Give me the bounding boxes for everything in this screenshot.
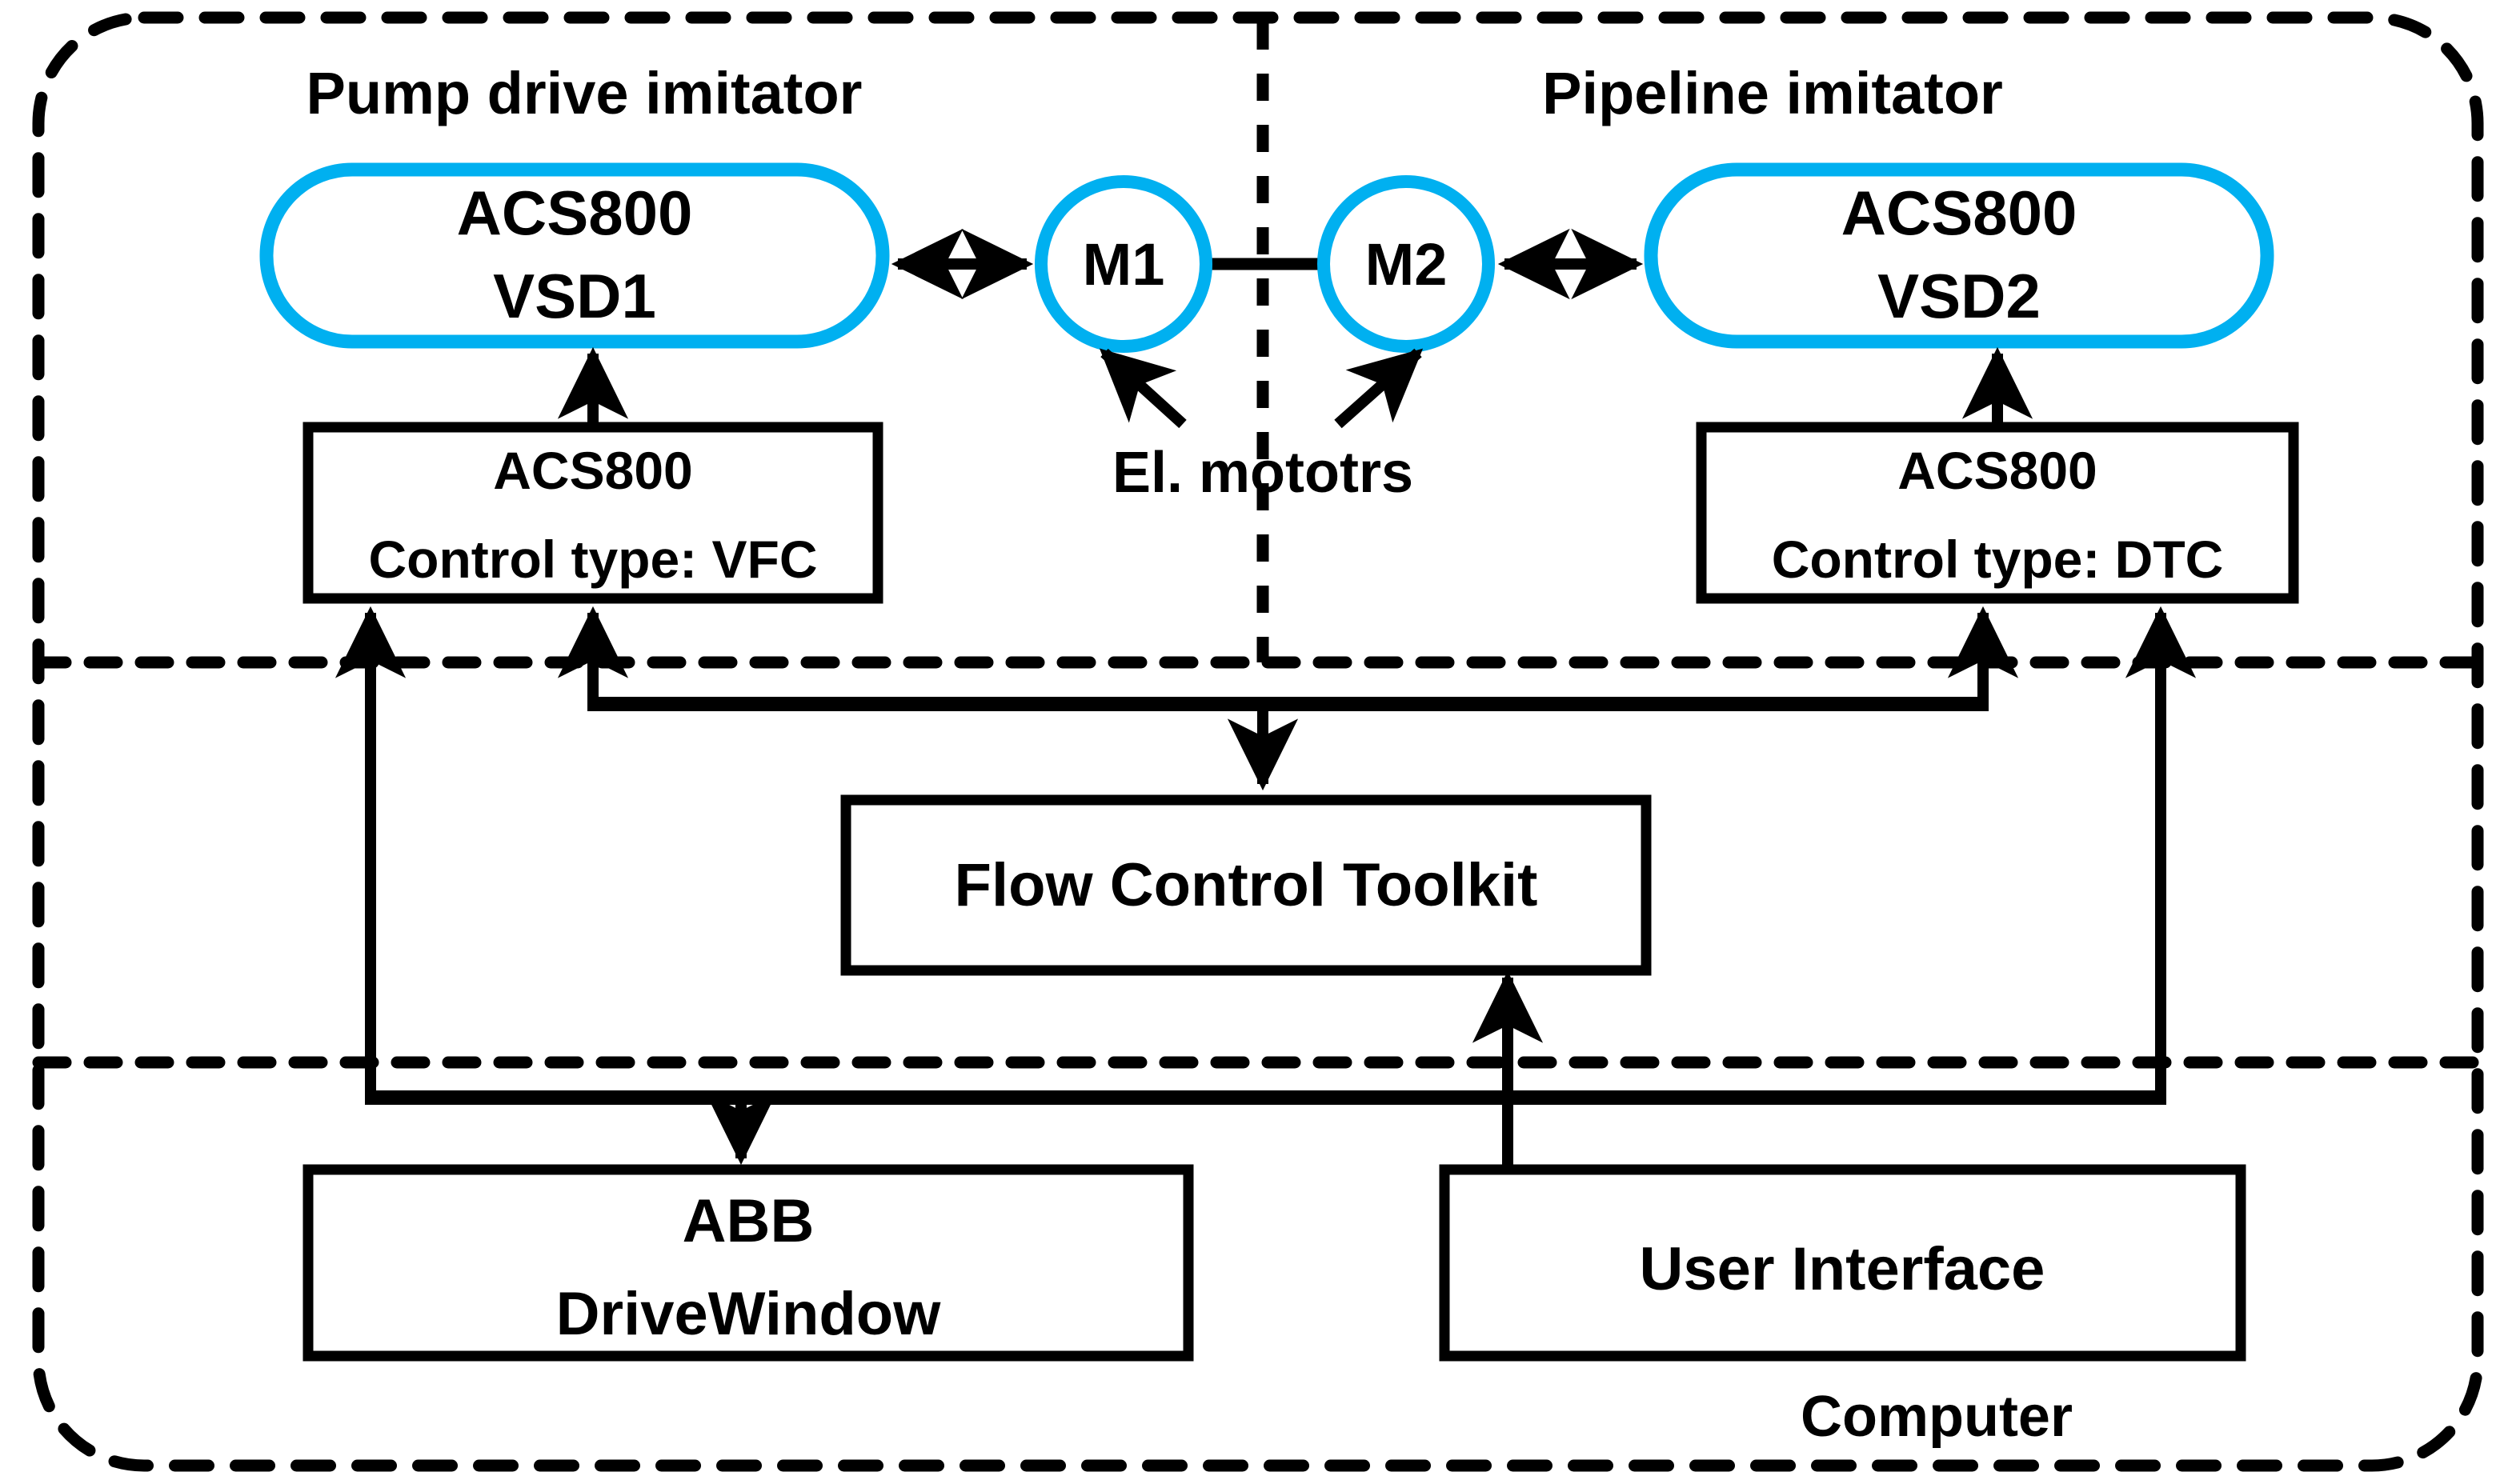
node-abb-drivewindow-line1: ABB — [683, 1187, 815, 1255]
node-flow-control-toolkit[interactable] — [840, 794, 1652, 976]
node-acs800-vsd1[interactable] — [259, 162, 890, 349]
node-user-interface-label: User Interface — [1640, 1235, 2045, 1303]
node-abb-drivewindow-line2: DriveWindow — [556, 1280, 942, 1348]
node-abb-drivewindow[interactable] — [302, 1164, 1194, 1362]
node-motor-m2[interactable] — [1317, 175, 1495, 353]
node-motor-m2-label: M2 — [1365, 231, 1448, 298]
callout-arrow-to-m2 — [1334, 348, 1424, 429]
node-acs800-vsd2[interactable] — [1644, 162, 2274, 349]
callout-arrow-to-m1 — [1099, 348, 1187, 429]
section-title-pump-drive-imitator: Pump drive imitator — [306, 60, 863, 126]
node-acs800-control-type-dtc-line2: Control type: DTC — [1772, 530, 2224, 589]
section-title-pipeline-imitator: Pipeline imitator — [1542, 60, 2003, 126]
node-acs800-vsd2-line2: VSD2 — [1877, 261, 2041, 331]
node-acs800-vsd2-line1: ACS800 — [1841, 178, 2077, 248]
node-motor-m1[interactable] — [1035, 175, 1212, 353]
node-acs800-control-type-dtc[interactable] — [1696, 422, 2299, 604]
outer-enclosure-boundary — [32, 11, 2484, 1472]
node-acs800-control-type-vfc-line2: Control type: VFC — [369, 530, 818, 589]
section-title-computer: Computer — [1801, 1385, 2073, 1449]
node-acs800-vsd1-line2: VSD1 — [493, 261, 656, 331]
node-acs800-control-type-vfc-line1: ACS800 — [493, 441, 692, 500]
label-el-motors: El. mototrs — [1112, 441, 1413, 505]
node-flow-control-toolkit-label: Flow Control Toolkit — [955, 851, 1538, 919]
node-user-interface[interactable] — [1439, 1164, 2246, 1362]
node-motor-m1-label: M1 — [1083, 231, 1165, 298]
node-acs800-control-type-dtc-line1: ACS800 — [1897, 441, 2097, 500]
node-acs800-vsd1-line1: ACS800 — [457, 178, 693, 248]
